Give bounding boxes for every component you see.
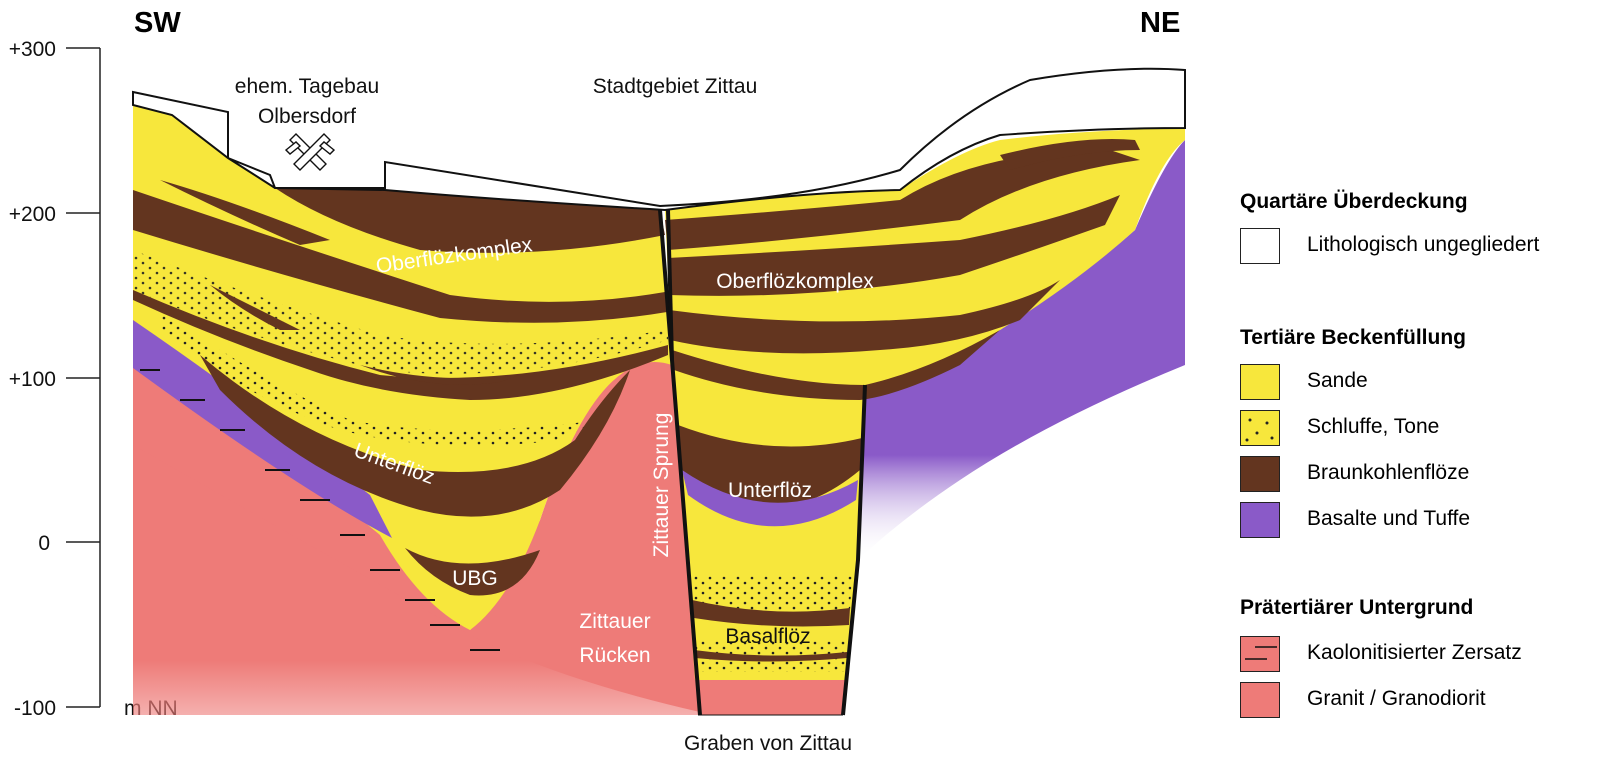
legend-title-tertiaer: Tertiäre Beckenfüllung: [1240, 326, 1466, 349]
legend-swatch-basalt: [1240, 502, 1280, 538]
tick-label-200: +200: [9, 203, 56, 226]
label-oberfloez-right: Oberflözkomplex: [716, 270, 874, 293]
label-ruecken-line1: Zittauer: [579, 610, 650, 633]
granite-graben: [695, 672, 845, 715]
label-mine-line1: ehem. Tagebau: [235, 75, 379, 98]
label-mine-line2: Olbersdorf: [258, 105, 356, 128]
direction-ne: NE: [1140, 7, 1180, 39]
legend-swatch-coal: [1240, 456, 1280, 492]
label-sprung: Zittauer Sprung: [650, 413, 673, 558]
legend-swatch-sand: [1240, 364, 1280, 400]
tick-label-100: +100: [9, 368, 56, 391]
legend-label: Basalte und Tuffe: [1307, 507, 1471, 530]
legend-label: Granit / Granodiorit: [1307, 687, 1486, 710]
legend-swatch-white: [1240, 228, 1280, 264]
label-ruecken-line2: Rücken: [579, 644, 650, 667]
tick-label-0: 0: [38, 532, 50, 555]
label-ubg: UBG: [452, 567, 498, 590]
granite-ruecken: [133, 358, 700, 712]
quaternary-cover: [132, 67, 1186, 212]
label-basalfloez: Basalflöz: [725, 625, 810, 648]
legend-swatch-kaolin: [1240, 636, 1280, 672]
legend-label: Kaolonitisierter Zersatz: [1307, 641, 1522, 664]
tick-label-300: +300: [9, 38, 56, 61]
legend-title-quartaer: Quartäre Überdeckung: [1240, 190, 1468, 213]
tick-label-minus-100: -100: [14, 697, 56, 720]
legend-label: Lithologisch ungegliedert: [1307, 233, 1540, 256]
label-city: Stadtgebiet Zittau: [593, 75, 758, 98]
label-graben: Graben von Zittau: [684, 732, 852, 755]
cross-section-geology: [132, 67, 1186, 740]
legend-label: Schluffe, Tone: [1307, 415, 1440, 438]
legend-label: Sande: [1307, 369, 1368, 392]
kaolin-ticks: [140, 369, 500, 651]
label-unterfloez-right: Unterflöz: [728, 479, 812, 502]
mine-symbol-icon: [284, 133, 336, 171]
legend-title-praetertiaer: Prätertiärer Untergrund: [1240, 596, 1474, 619]
basalt-right: [858, 140, 1185, 560]
legend-label: Braunkohlenflöze: [1307, 461, 1470, 484]
legend-swatch-silt: [1240, 410, 1280, 446]
basalt-left: [133, 320, 392, 538]
direction-sw: SW: [134, 7, 181, 39]
legend-swatch-granite: [1240, 682, 1280, 718]
graben-fault-line: [841, 384, 867, 716]
